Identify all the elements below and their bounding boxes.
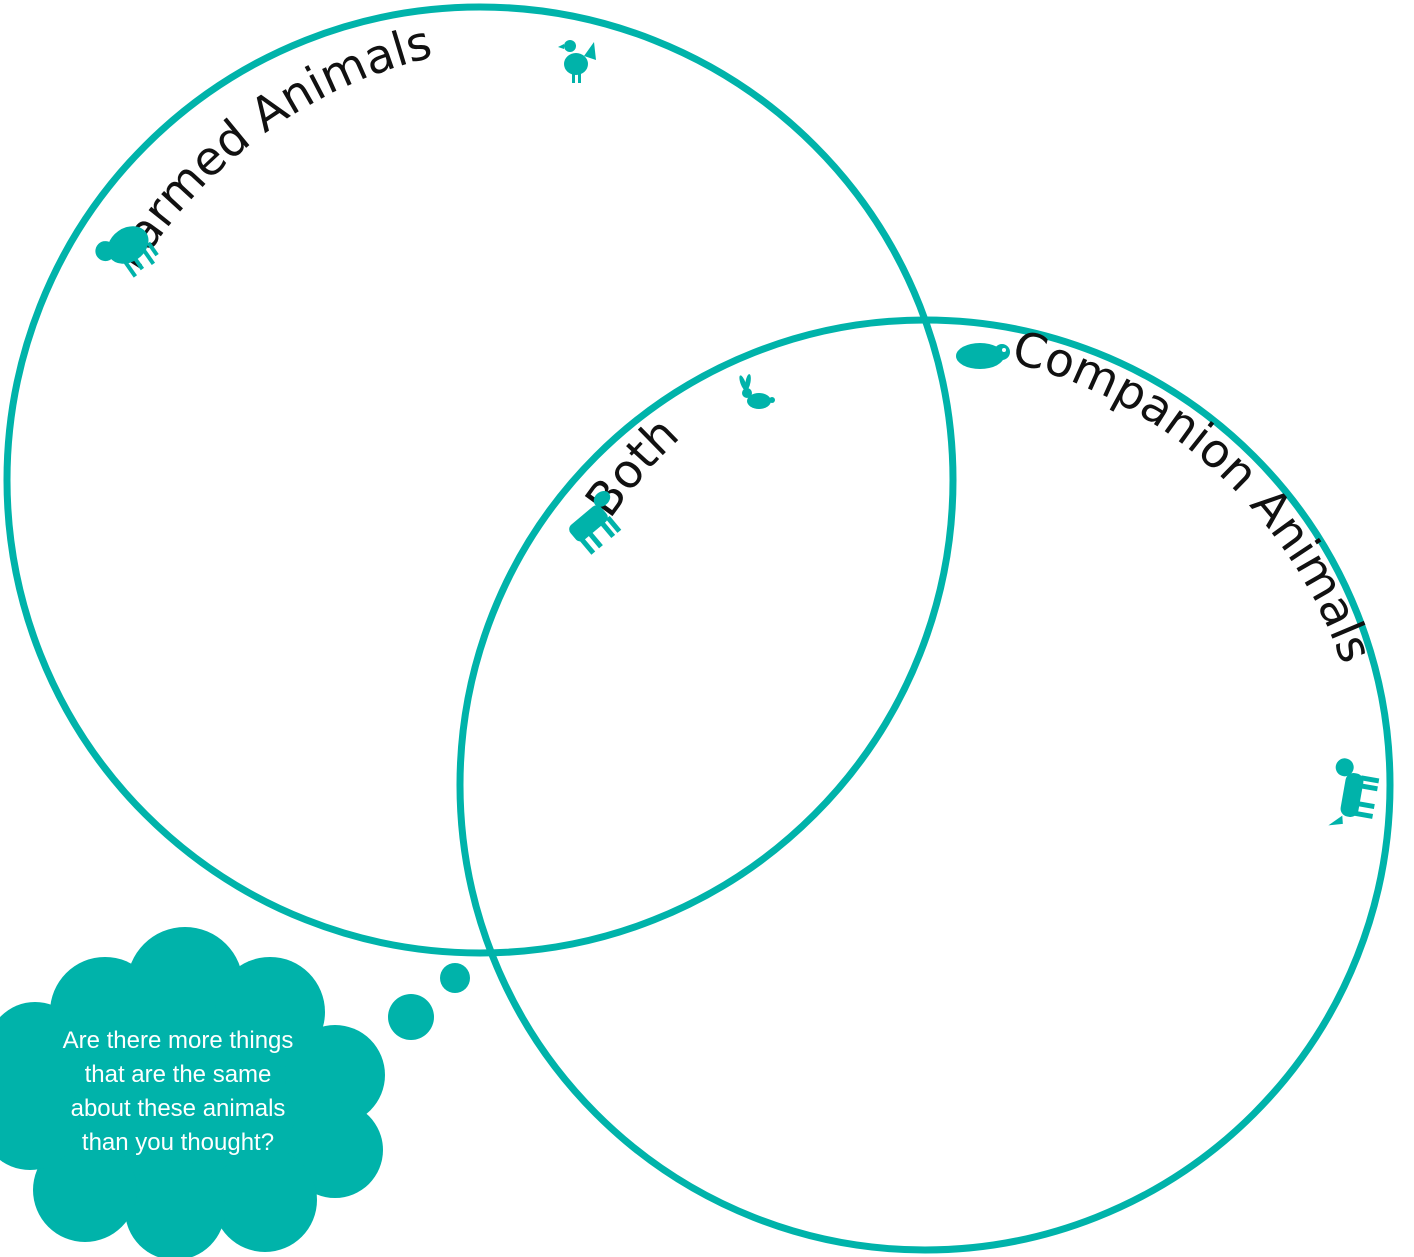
companion-animals-label: Companion Animals <box>1007 320 1383 669</box>
farmed-circle <box>3 3 957 957</box>
thought-line: Are there more things <box>62 1027 294 1054</box>
companion-circle <box>456 316 1394 1254</box>
cow-icon <box>569 491 622 555</box>
thought-cloud <box>0 927 385 1257</box>
thought-line: about these animals <box>70 1095 286 1123</box>
thought-bubble <box>0 927 470 1257</box>
thought-dot-small <box>440 963 470 993</box>
rabbit-icon <box>739 374 775 409</box>
dog-icon <box>1328 758 1380 826</box>
thought-line: that are the same <box>84 1061 272 1089</box>
thought-bubble-text: Are there more things that are the same … <box>18 1024 338 1160</box>
chicken-icon <box>558 40 596 83</box>
guinea-pig-icon <box>956 343 1010 369</box>
thought-dot-large <box>388 994 434 1040</box>
sheep-icon <box>95 226 159 278</box>
thought-line: than you thought? <box>81 1129 275 1157</box>
